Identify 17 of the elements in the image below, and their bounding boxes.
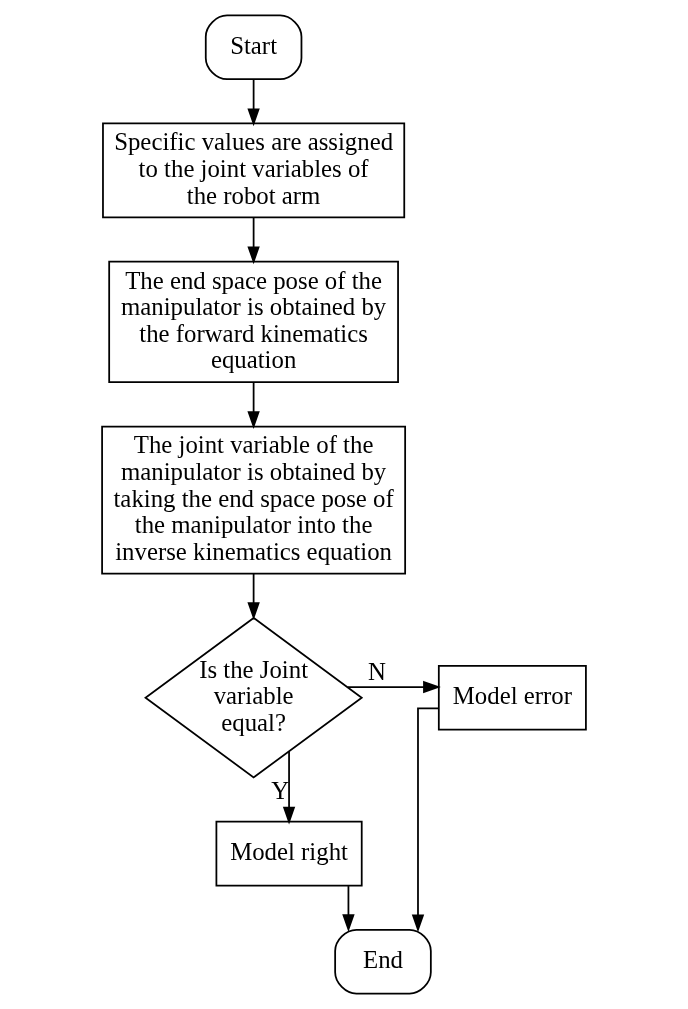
arrow xyxy=(411,707,440,933)
node-box: Model right xyxy=(215,820,363,887)
arrow xyxy=(342,885,355,932)
node-box: The joint variable of the manipulator is obtained by taking the end space pose of the manipulator into the inverse kinematics equation xyxy=(101,425,407,575)
edge-label: N xyxy=(368,658,386,686)
node-box: Start xyxy=(204,14,303,81)
node-box: Specific values are assigned to the joint variables of the robot arm xyxy=(102,122,406,219)
node-box: End xyxy=(334,928,432,995)
arrow xyxy=(247,78,260,127)
arrow xyxy=(247,572,260,621)
node-diamond: Is the Joint variable equal? xyxy=(144,616,364,779)
node-box: The end space pose of the manipulator is obtained by the forward kinematics equation xyxy=(108,260,399,384)
arrow xyxy=(247,216,260,265)
arrow xyxy=(346,680,441,694)
node-box: Model error xyxy=(437,664,587,731)
arrow xyxy=(282,750,296,825)
arrow xyxy=(247,381,260,429)
